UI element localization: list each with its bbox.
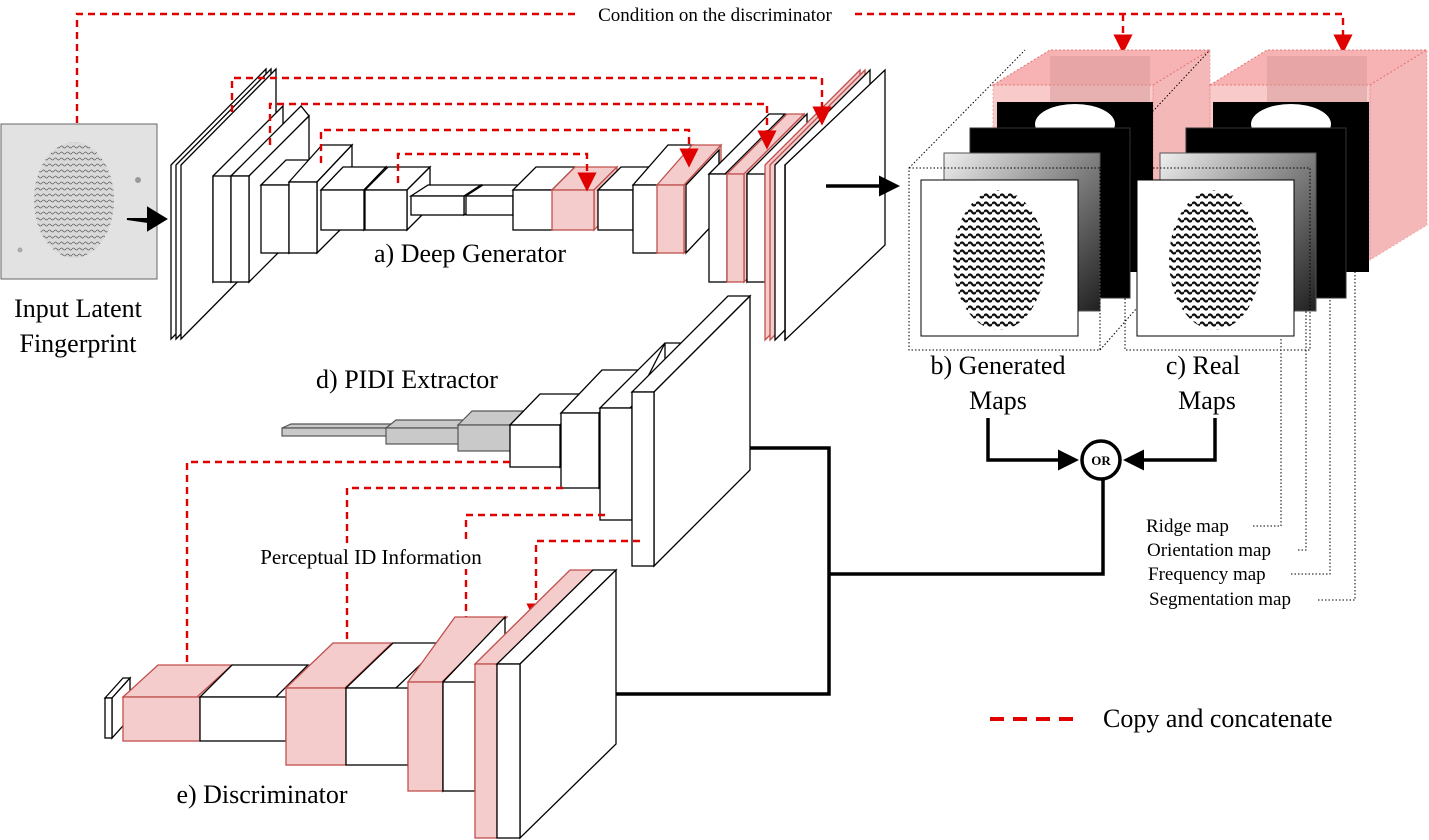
or-label: OR [1091, 453, 1111, 468]
generator-label: a) Deep Generator [374, 239, 566, 268]
perceptual-label: Perceptual ID Information [260, 545, 482, 569]
perceptual-id-connections [177, 460, 640, 690]
discriminator [103, 568, 618, 840]
generator-skip-connections [230, 76, 832, 192]
legend-label: Copy and concatenate [1103, 704, 1333, 733]
generated-maps-label-line1: b) Generated [931, 351, 1066, 380]
input-label-line1: Input Latent [14, 294, 143, 323]
input-latent-image [0, 123, 158, 280]
discriminator-label: e) Discriminator [176, 780, 347, 809]
map-type-leaders [1253, 260, 1356, 601]
real-maps-stack [1124, 49, 1429, 351]
or-output-line [829, 479, 1105, 576]
pidi-extractor [281, 294, 752, 568]
input-label-line2: Fingerprint [20, 329, 138, 358]
or-to-discriminator-arrow [567, 574, 831, 705]
map-type-segmentation: Segmentation map [1149, 589, 1291, 610]
input-arrow [126, 206, 168, 232]
map-type-orientation: Orientation map [1147, 540, 1271, 561]
or-to-extractor-arrow [705, 437, 831, 574]
real-maps-label-line1: c) Real [1166, 351, 1240, 380]
map-type-frequency: Frequency map [1148, 564, 1266, 585]
condition-connection [75, 12, 1353, 123]
generated-maps-label-line2: Maps [969, 386, 1027, 415]
generated-to-or-arrow [986, 418, 1079, 471]
extractor-label: d) PIDI Extractor [316, 365, 498, 394]
real-to-or-arrow [1123, 418, 1217, 471]
condition-label: Condition on the discriminator [598, 5, 832, 26]
map-type-ridge: Ridge map [1146, 516, 1229, 537]
generated-maps-stack [908, 49, 1212, 351]
deep-generator [170, 67, 886, 342]
or-node [1080, 439, 1122, 481]
real-maps-label-line2: Maps [1178, 386, 1236, 415]
